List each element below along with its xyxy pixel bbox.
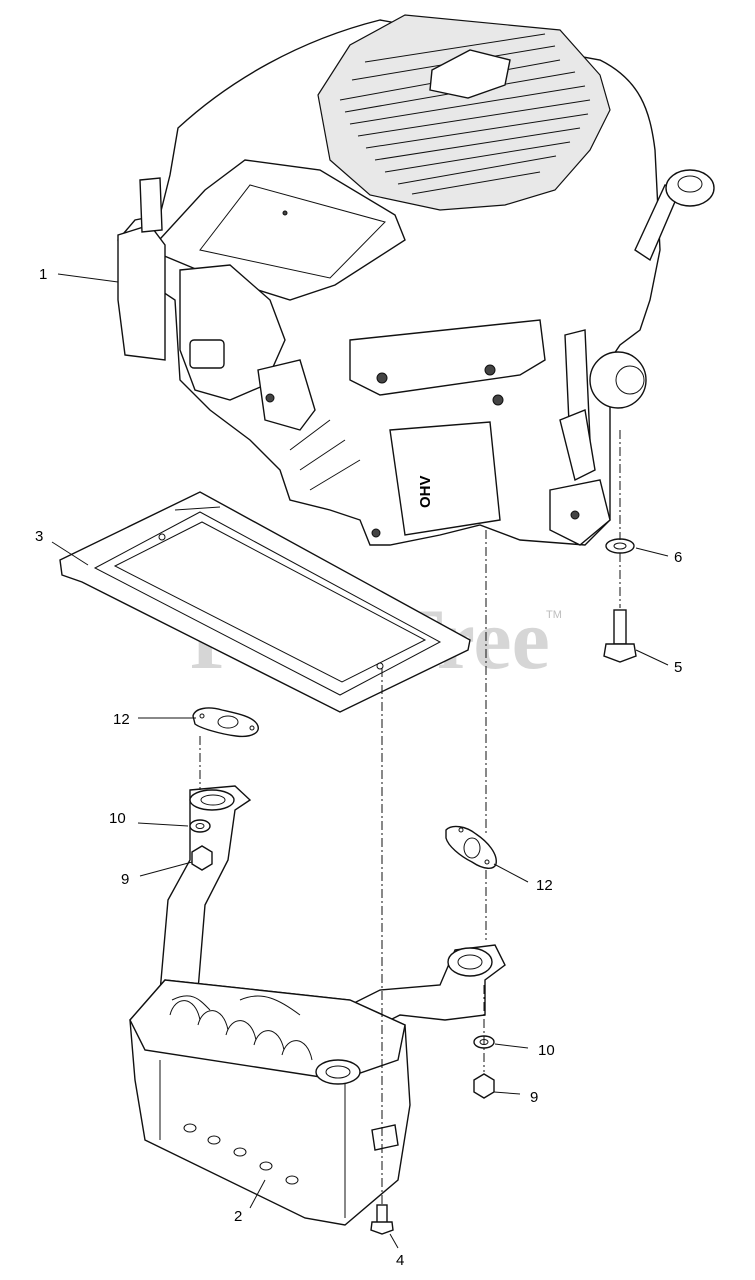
callout-6: 6: [674, 549, 682, 566]
washer-10-left[interactable]: [189, 819, 211, 833]
ohv-decal: OHV: [417, 475, 434, 508]
watermark-trademark: TM: [546, 609, 562, 621]
nut-9-right[interactable]: [473, 1073, 495, 1099]
exhaust-gasket-left[interactable]: [192, 707, 259, 738]
callout-3: 3: [35, 528, 43, 545]
heat-shield-plate[interactable]: [59, 491, 471, 713]
leader-lines: [51, 273, 669, 1249]
washer-6[interactable]: [605, 538, 635, 554]
exhaust-gasket-right[interactable]: [445, 825, 497, 869]
nut-9-left[interactable]: [191, 845, 213, 871]
callout-10-left: 10: [109, 810, 126, 827]
callout-4: 4: [396, 1252, 404, 1269]
callout-1: 1: [39, 266, 47, 283]
callout-5: 5: [674, 659, 682, 676]
bolt-4[interactable]: [370, 1204, 394, 1235]
callout-12-left: 12: [113, 711, 130, 728]
callout-12-right: 12: [536, 877, 553, 894]
callout-9-left: 9: [121, 871, 129, 888]
callout-2: 2: [234, 1208, 242, 1225]
engine-assembly[interactable]: OHV: [117, 14, 715, 546]
muffler-assembly[interactable]: [129, 785, 506, 1226]
callout-9-right: 9: [530, 1089, 538, 1106]
bolt-5[interactable]: [603, 609, 637, 663]
callout-10-right: 10: [538, 1042, 555, 1059]
